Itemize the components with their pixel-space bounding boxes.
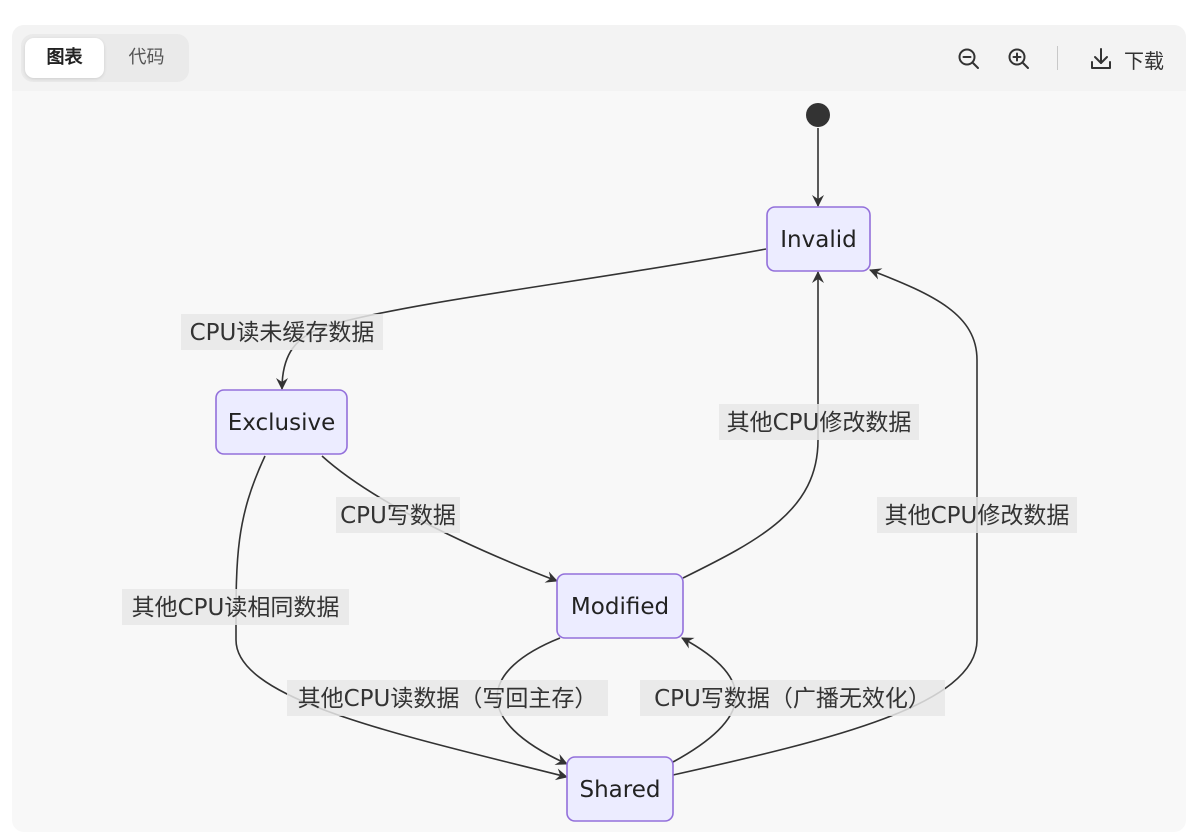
edge-label-invalid-exclusive-text: CPU读未缓存数据 [190,320,375,346]
toolbar: 图表 代码 下载 [12,25,1186,91]
edge-label-modified-invalid-text: 其他CPU修改数据 [727,410,912,436]
edge-label-shared-modified-text: CPU写数据（广播无效化） [654,686,931,712]
download-icon [1091,48,1111,69]
zoom-out-button[interactable] [952,42,986,76]
download-button[interactable]: 下载 [1084,42,1164,76]
edge-label-exclusive-shared-text: 其他CPU读相同数据 [132,595,340,621]
zoom-in-button[interactable] [1002,42,1036,76]
state-exclusive-label: Exclusive [228,410,336,436]
state-modified[interactable]: Modified [556,573,684,639]
state-modified-label: Modified [571,594,669,620]
tab-chart[interactable]: 图表 [25,38,104,78]
edge-label-modified-shared: 其他CPU读数据（写回主存） [287,680,608,716]
edge-modified-invalid [682,271,824,579]
view-switch: 图表 代码 [21,34,189,82]
edge-label-exclusive-modified: CPU写数据 [336,497,460,533]
state-invalid[interactable]: Invalid [766,206,871,272]
toolbar-divider [1057,46,1058,70]
edge-label-modified-invalid: 其他CPU修改数据 [719,404,919,440]
edge-exclusive-shared [235,455,568,781]
state-exclusive[interactable]: Exclusive [215,389,348,455]
tab-code[interactable]: 代码 [128,47,165,68]
edge-label-shared-invalid: 其他CPU修改数据 [877,497,1077,533]
state-shared[interactable]: Shared [566,756,674,822]
edge-label-exclusive-modified-text: CPU写数据 [340,503,456,529]
zoom-out-icon [958,48,979,69]
edge-label-shared-invalid-text: 其他CPU修改数据 [885,503,1070,529]
download-label: 下载 [1124,48,1164,73]
edge-label-invalid-exclusive: CPU读未缓存数据 [181,314,383,350]
state-shared-label: Shared [580,777,661,803]
edge-shared-invalid [672,268,978,776]
edge-label-modified-shared-text: 其他CPU读数据（写回主存） [298,686,598,712]
state-invalid-label: Invalid [780,227,856,253]
zoom-in-icon [1008,48,1029,69]
start-node [806,103,830,127]
edge-label-exclusive-shared: 其他CPU读相同数据 [122,589,349,625]
edge-label-shared-modified: CPU写数据（广播无效化） [640,680,945,716]
